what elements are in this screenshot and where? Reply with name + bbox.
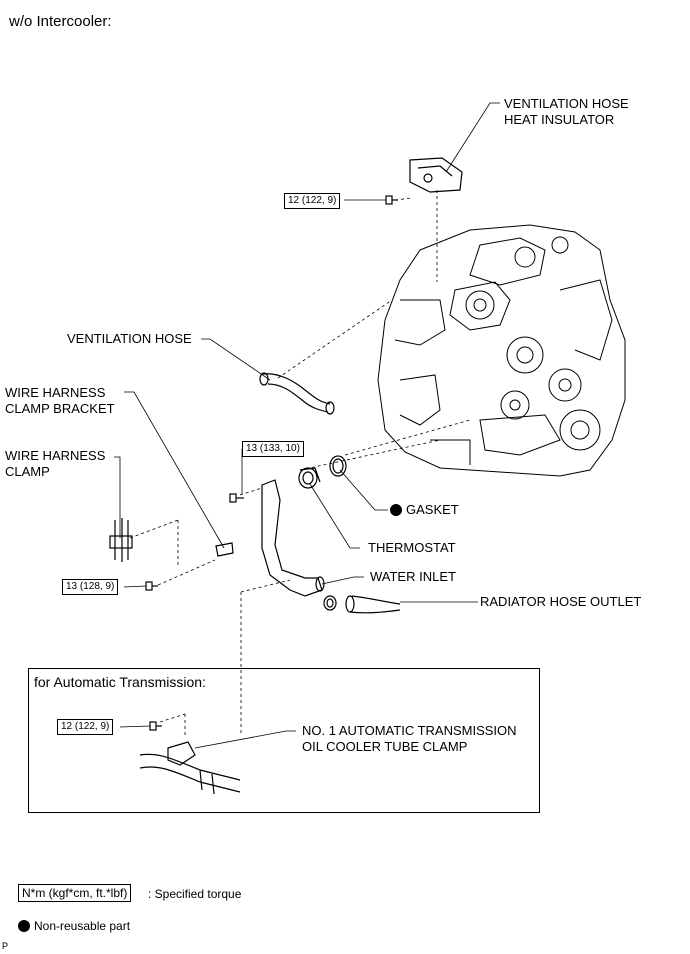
legend-dot-icon: [18, 920, 30, 932]
label-radiator-hose-outlet: RADIATOR HOSE OUTLET: [480, 594, 642, 609]
bolt-water-inlet: [229, 493, 244, 503]
radiator-hose-part: [345, 595, 401, 614]
label-water-inlet: WATER INLET: [370, 569, 456, 584]
wire-harness-clamp-part: [109, 518, 133, 562]
heat-insulator-part: [409, 157, 463, 193]
torque-bracket: 13 (128, 9): [62, 579, 119, 595]
variant-title: w/o Intercooler:: [9, 13, 112, 30]
label-gasket: GASKET: [390, 502, 459, 518]
bolt-bracket: [145, 581, 158, 591]
water-inlet-part: [261, 479, 325, 597]
torque-at-clamp: 12 (122, 9): [57, 719, 114, 735]
ventilation-hose-part: [259, 372, 335, 415]
legend-non-reusable: Non-reusable part: [18, 918, 130, 934]
non-reusable-dot-icon: [390, 504, 402, 516]
at-section-title: for Automatic Transmission:: [34, 674, 206, 690]
guide-lines: [129, 190, 471, 735]
label-thermostat: THERMOSTAT: [368, 540, 456, 555]
at-oil-cooler-clamp-part: [139, 741, 241, 795]
legend-torque-unit: N*m (kgf*cm, ft.*lbf): [18, 884, 132, 902]
clamp-bracket-part: [215, 542, 234, 557]
label-wire-harness-clamp-2: CLAMP: [5, 464, 50, 479]
gasket-part: [329, 455, 347, 477]
corner-mark: P: [2, 941, 9, 951]
thermostat-part: [298, 467, 321, 489]
label-wire-harness-clamp-1: WIRE HARNESS: [5, 448, 106, 463]
legend-torque-desc: : Specified torque: [148, 887, 242, 901]
label-oil-cooler-clamp-2: OIL COOLER TUBE CLAMP: [302, 739, 468, 754]
label-heat-insulator-1: VENTILATION HOSE: [504, 96, 629, 111]
legend-non-reusable-text: Non-reusable part: [34, 919, 131, 933]
leader-lines: [114, 102, 500, 749]
label-ventilation-hose: VENTILATION HOSE: [67, 331, 192, 346]
bolt-at-clamp: [149, 721, 162, 731]
bolt-heat-insulator: [385, 195, 398, 205]
label-clamp-bracket-1: WIRE HARNESS: [5, 385, 106, 400]
torque-heat-insulator: 12 (122, 9): [284, 193, 341, 209]
automatic-transmission-section: [28, 668, 540, 813]
hose-clamp-part: [323, 595, 337, 611]
label-heat-insulator-2: HEAT INSULATOR: [504, 112, 615, 127]
label-gasket-text: GASKET: [406, 502, 459, 517]
label-clamp-bracket-2: CLAMP BRACKET: [5, 401, 115, 416]
label-oil-cooler-clamp-1: NO. 1 AUTOMATIC TRANSMISSION: [302, 723, 517, 738]
torque-water-inlet: 13 (133, 10): [242, 441, 304, 457]
engine-block: [377, 224, 626, 477]
